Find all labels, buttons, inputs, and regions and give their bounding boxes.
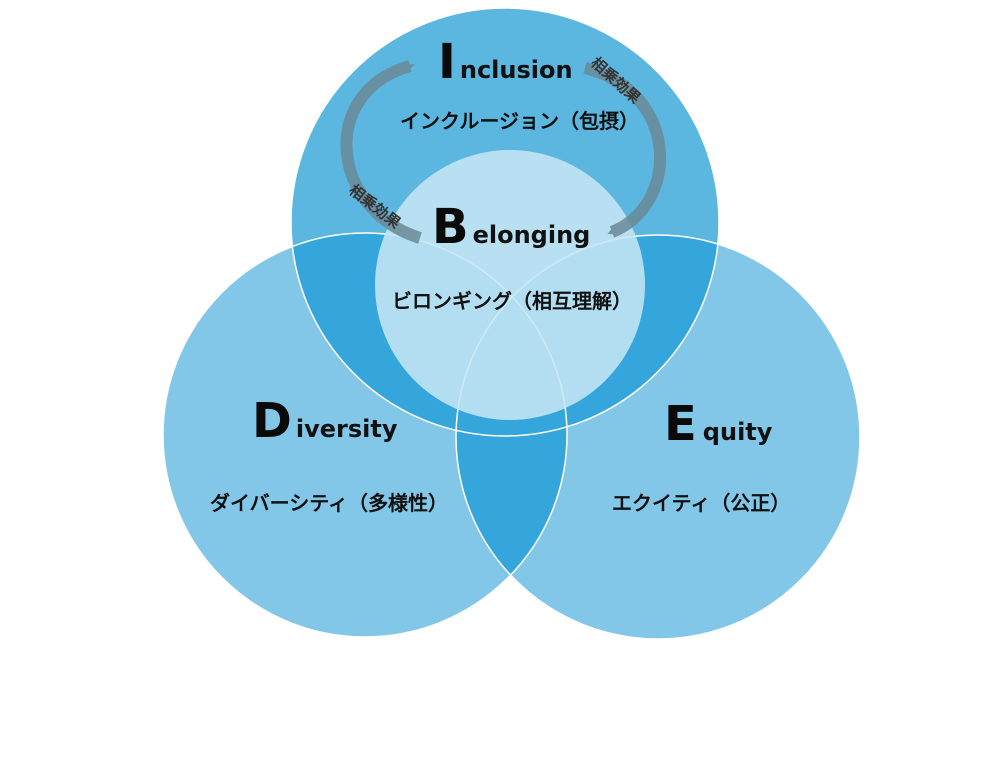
synergy-arrow-left — [340, 60, 422, 244]
synergy-arrow-right — [583, 62, 667, 238]
equity-jp: エクイティ（公正） — [612, 491, 790, 515]
inclusion-outline — [290, 7, 720, 437]
diversity-rest: iversity — [296, 415, 398, 443]
equity-initial: E — [664, 396, 697, 452]
belonging-circle — [375, 150, 645, 420]
belonging-jp: ビロンギング（相互理解） — [392, 289, 632, 313]
equity-outline — [455, 234, 861, 640]
belonging-rest: elonging — [473, 221, 591, 249]
diversity-outline — [162, 232, 568, 638]
inclusion-jp: インクルージョン（包摂） — [400, 109, 639, 133]
diversity-jp: ダイバーシティ（多様性） — [210, 491, 448, 515]
diversity-initial: D — [252, 393, 292, 449]
inclusion-initial: I — [438, 34, 456, 90]
equity-rest: quity — [703, 418, 773, 446]
belonging-initial: B — [432, 199, 469, 255]
inclusion-rest: nclusion — [460, 56, 573, 84]
